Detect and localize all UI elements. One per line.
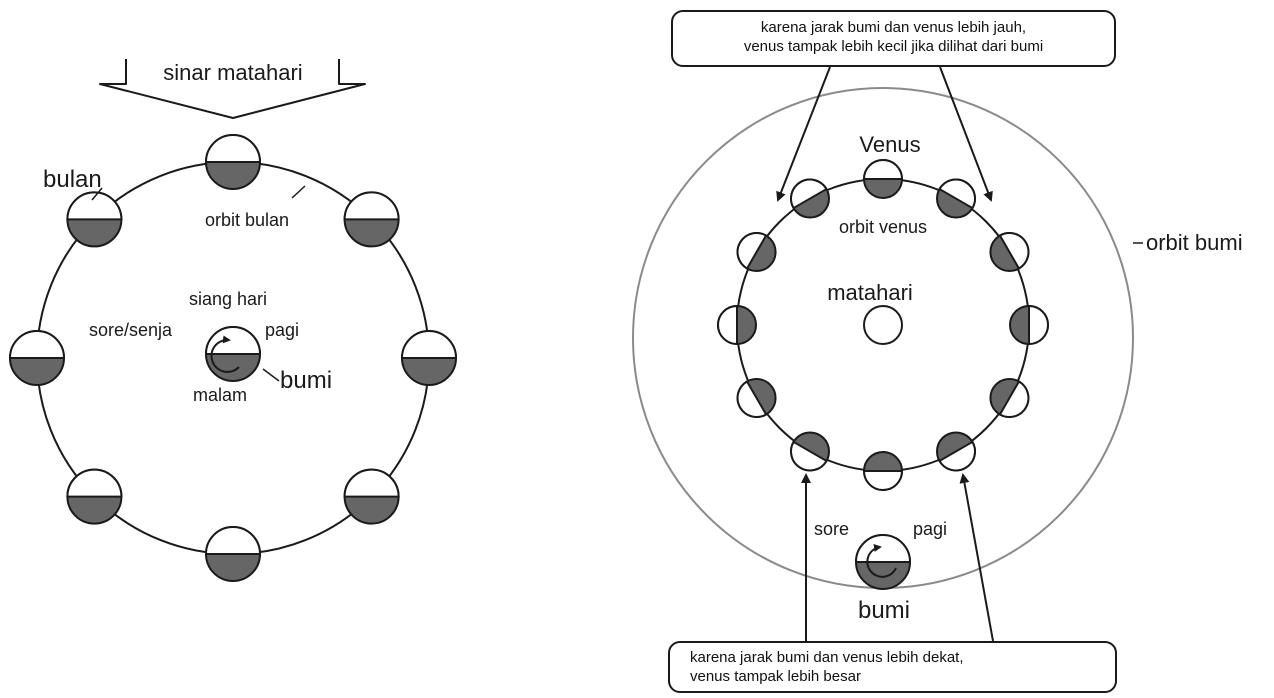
earth-label-right: bumi [858, 597, 910, 624]
moon-label: bulan [43, 166, 102, 193]
earth-label-leader [262, 368, 280, 382]
venus [936, 178, 976, 219]
note-near-line2: venus tampak lebih besar [690, 668, 861, 685]
morning-label: pagi [913, 519, 947, 539]
rotation-arrow-right [866, 543, 897, 578]
venus [717, 304, 757, 346]
earth-morning-label: pagi [265, 320, 299, 340]
earth-left [204, 326, 262, 382]
moon [204, 526, 262, 582]
moon-orbit-leader [291, 185, 306, 199]
venus-phase-diagram: orbit bumi matahari Venus orbit venus so… [632, 66, 1243, 642]
earth-day-label: siang hari [189, 289, 267, 309]
moon-label-leader [91, 187, 103, 201]
sun-label: matahari [827, 280, 913, 305]
venus [736, 378, 777, 418]
earth-label-left: bumi [280, 367, 332, 394]
arrow-far-left [776, 66, 831, 202]
note-venus-far: karena jarak bumi dan venus lebih jauh, … [671, 10, 1116, 67]
venus-label: Venus [859, 132, 920, 157]
venus [790, 431, 830, 472]
note-far-line1: karena jarak bumi dan venus lebih jauh, [760, 19, 1027, 36]
earth-night-label: malam [193, 385, 247, 405]
moon [400, 330, 458, 386]
note-far-line2: venus tampak lebih kecil jika dilihat da… [743, 38, 1044, 55]
venus-orbit-label: orbit venus [839, 217, 927, 237]
sunlight-arrow [99, 59, 366, 119]
earth-orbit-label: orbit bumi [1146, 230, 1243, 255]
moon [66, 468, 123, 525]
rotation-arrow-left [210, 335, 240, 373]
moon [8, 330, 66, 386]
venus [1009, 304, 1049, 346]
venus [989, 232, 1030, 272]
venus [936, 431, 976, 472]
venus [736, 232, 777, 272]
venus [862, 159, 904, 199]
moon-orbit-label: orbit bulan [205, 210, 289, 230]
note-venus-near: karena jarak bumi dan venus lebih dekat,… [668, 641, 1117, 693]
earth-evening-label: sore/senja [89, 320, 173, 340]
moon [66, 191, 123, 248]
venus-positions [717, 159, 1049, 491]
moon [343, 191, 400, 248]
evening-label: sore [814, 519, 849, 539]
venus [790, 178, 830, 219]
sun [863, 305, 903, 345]
venus [862, 451, 904, 491]
moon-positions [8, 134, 458, 582]
arrow-near-right [959, 473, 994, 642]
venus [989, 378, 1030, 418]
note-near-line1: karena jarak bumi dan venus lebih dekat, [690, 649, 964, 666]
moon [204, 134, 262, 190]
earth-right [854, 534, 912, 590]
moon-phase-diagram: sinar matahari bulan orbit bulan siang h… [8, 59, 458, 582]
arrow-far-right [939, 66, 993, 202]
moon [343, 468, 400, 525]
sunlight-label: sinar matahari [163, 60, 302, 85]
